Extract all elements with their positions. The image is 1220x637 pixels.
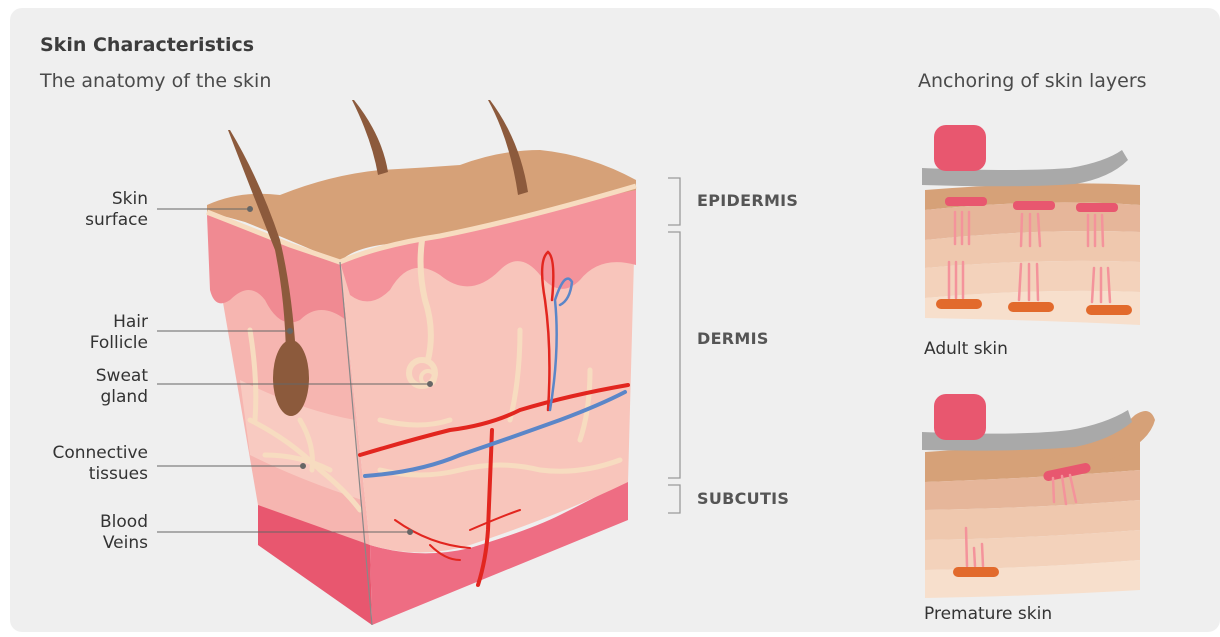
premature-plaster: [934, 394, 986, 440]
premature-skin-diagram: [922, 394, 1155, 598]
adult-plaster: [934, 125, 986, 171]
adult-skin-diagram: [922, 125, 1140, 325]
premature-skin-caption: Premature skin: [924, 604, 1052, 624]
adult-skin-caption: Adult skin: [924, 339, 1008, 359]
